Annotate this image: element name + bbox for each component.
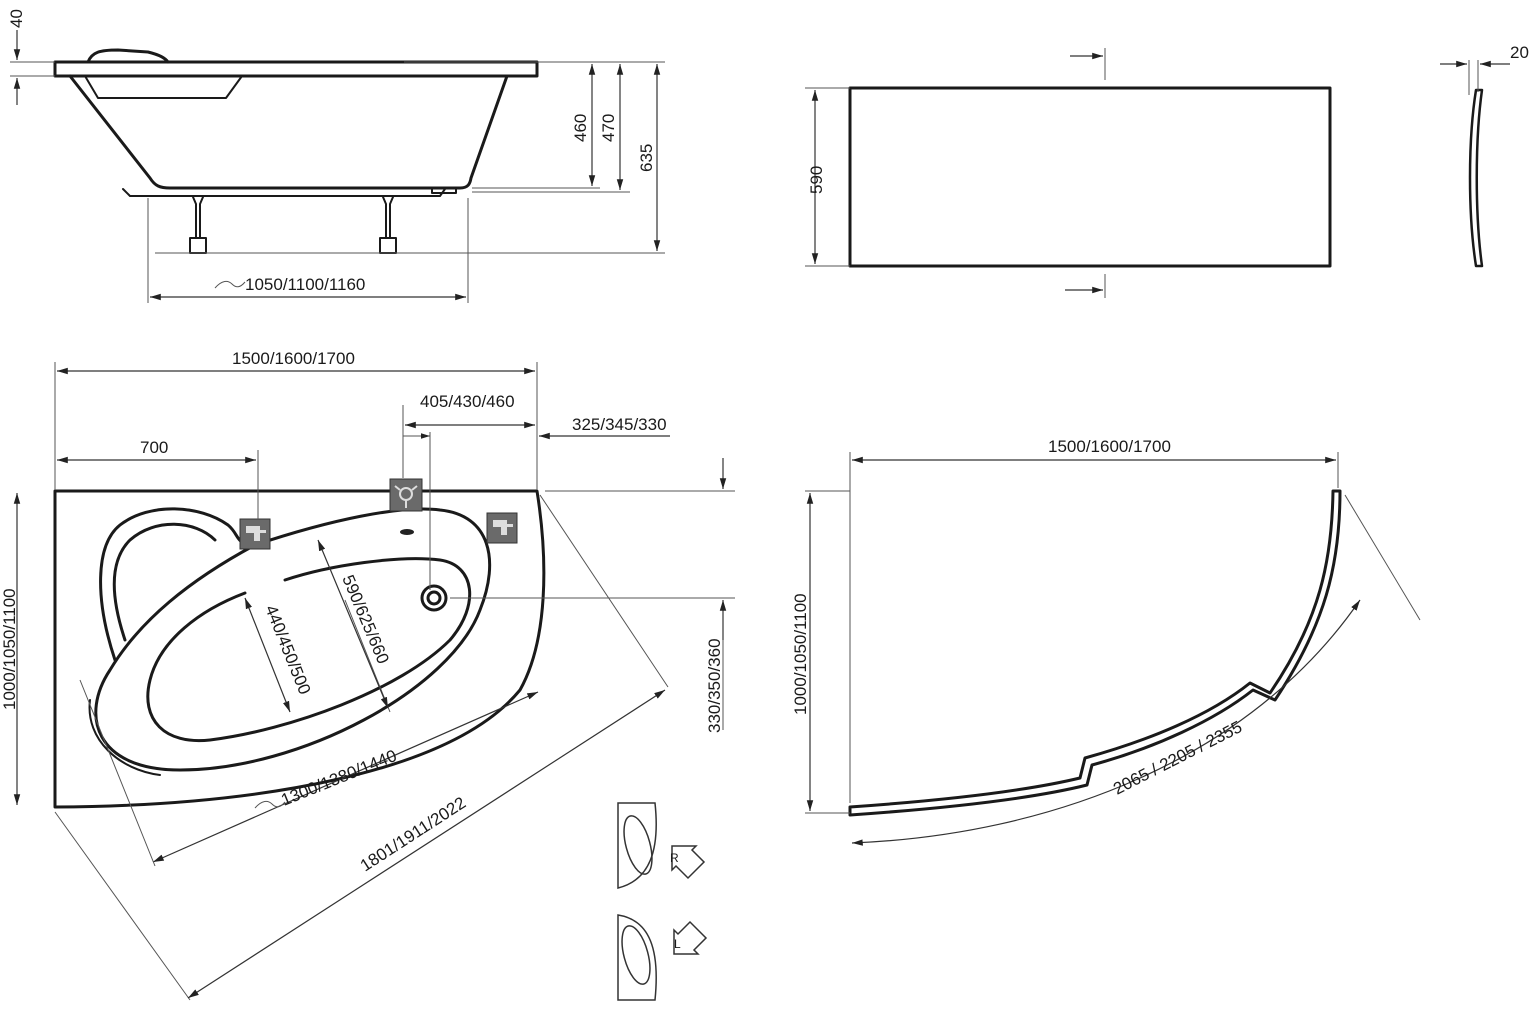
variant-right-label: R bbox=[670, 851, 679, 865]
bath-basin bbox=[146, 557, 472, 743]
dim-rim-thickness: 40 bbox=[7, 9, 26, 28]
headrest-loop bbox=[99, 507, 257, 662]
dim-diagonal: 1801/1911/2022 bbox=[357, 793, 469, 875]
headrest-recess bbox=[84, 75, 243, 99]
apron-plan-view: 1500/1600/1700 1000/1050/1100 2065 / 220… bbox=[791, 437, 1421, 846]
dim-leg-span: 1050/1100/1160 bbox=[245, 275, 365, 294]
panel-profile bbox=[1468, 88, 1484, 268]
dim-drain-offset: 405/430/460 bbox=[420, 392, 515, 411]
headrest bbox=[86, 48, 170, 64]
drain-outlet bbox=[431, 187, 457, 194]
tub-rim bbox=[53, 60, 539, 78]
variant-left-label: L bbox=[674, 937, 681, 951]
front-panel-view: 590 20 bbox=[805, 43, 1529, 298]
dim-apron-length: 1500/1600/1700 bbox=[1048, 437, 1171, 456]
arrow-icon bbox=[673, 920, 708, 955]
overflow bbox=[400, 529, 414, 535]
tub-body bbox=[68, 74, 509, 190]
leg-left bbox=[189, 196, 207, 254]
dim-apron-width: 1000/1050/1100 bbox=[791, 593, 810, 715]
front-panel bbox=[848, 86, 1332, 268]
dim-panel-height: 590 bbox=[807, 166, 826, 194]
variant-left: L bbox=[617, 914, 708, 1001]
drain bbox=[420, 584, 448, 612]
arrow-icon bbox=[671, 845, 706, 880]
overflow-drain-icon bbox=[389, 478, 423, 512]
dim-depth-inner: 460 bbox=[571, 114, 590, 142]
headrest-loop-inner bbox=[112, 522, 217, 642]
faucet-icon bbox=[486, 512, 518, 544]
variant-right: R bbox=[617, 802, 706, 889]
dim-apron-arc-length: 2065 / 2205 / 2355 bbox=[1110, 717, 1245, 798]
dim-drain-edge-offset: 325/345/330 bbox=[572, 415, 667, 434]
faucet-icon bbox=[239, 518, 271, 550]
apron-outline bbox=[848, 489, 1342, 817]
dim-total-height: 635 bbox=[637, 144, 656, 172]
dim-width: 1000/1050/1100 bbox=[0, 588, 19, 710]
dim-inner-length: 1300/1380/1440 bbox=[278, 746, 399, 810]
dim-panel-thickness: 20 bbox=[1510, 43, 1529, 62]
side-view: 40 460 470 635 1050/1100/1160 bbox=[7, 9, 665, 303]
tub-base-plate bbox=[122, 188, 446, 197]
dim-drain-depth-offset: 330/350/360 bbox=[705, 638, 724, 733]
dim-faucet-offset: 700 bbox=[140, 438, 168, 457]
dim-length: 1500/1600/1700 bbox=[232, 349, 355, 368]
dim-depth-outer: 470 bbox=[599, 114, 618, 142]
dim-inner-width: 440/450/500 bbox=[261, 602, 314, 697]
plan-view: 1500/1600/1700 405/430/460 325/345/330 7… bbox=[0, 349, 735, 1001]
leg-right bbox=[379, 196, 397, 254]
